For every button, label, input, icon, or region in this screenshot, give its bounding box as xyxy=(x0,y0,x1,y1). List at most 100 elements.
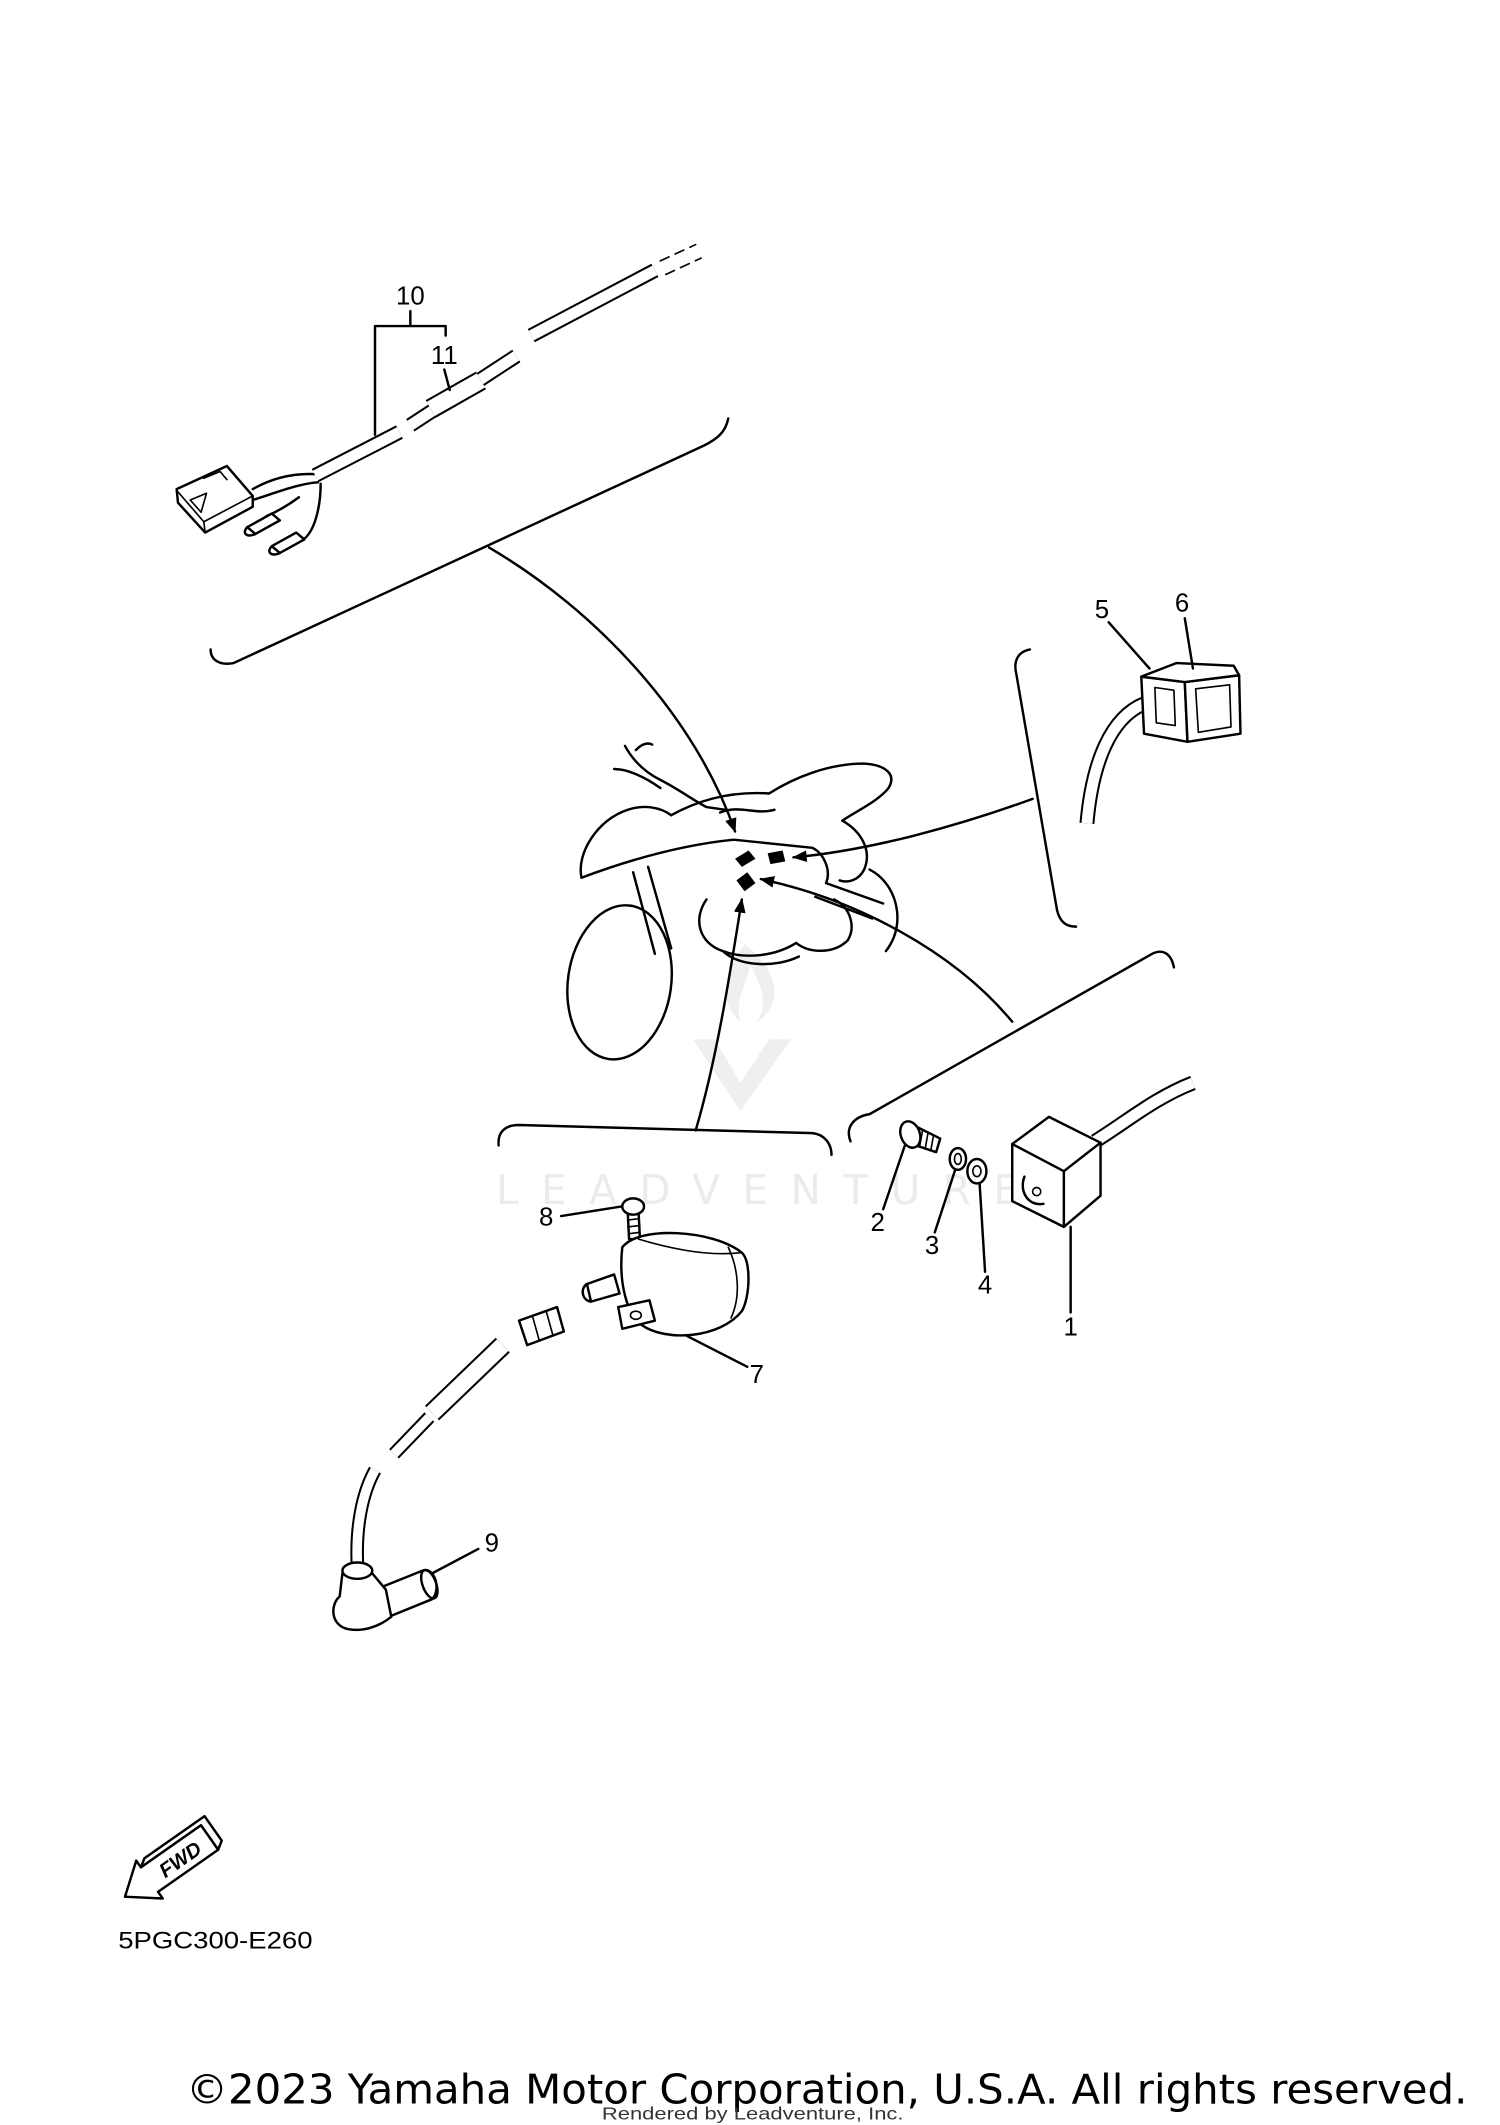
spark-plug-cap xyxy=(332,1561,439,1632)
callout-10: 10 xyxy=(396,282,425,310)
bullet-terminal-b-tip xyxy=(268,544,282,556)
callout-7: 7 xyxy=(750,1361,764,1389)
lead-tube-b-inner xyxy=(352,1467,380,1563)
motorcycle-outline xyxy=(566,742,899,1061)
coil-ht-tower-cap xyxy=(581,1282,593,1303)
harness-sleeve-11-inner xyxy=(426,373,486,417)
leader-8 xyxy=(559,1205,623,1218)
connector-location-c xyxy=(736,872,756,892)
handlebar xyxy=(612,742,727,812)
bracket-harness xyxy=(209,417,730,665)
bullet-terminal-a-tip xyxy=(243,525,257,537)
rear-fender xyxy=(838,819,869,883)
location-leaders xyxy=(487,546,1034,1132)
callout-2: 2 xyxy=(871,1209,885,1237)
coil-mount-tab xyxy=(616,1299,657,1331)
fwd-arrow-shape xyxy=(123,1824,220,1900)
bullet-terminal-a xyxy=(246,512,282,536)
connector-assembly xyxy=(1079,661,1242,825)
plain-washer xyxy=(966,1157,988,1185)
plug-cap-end xyxy=(419,1568,439,1600)
leader-cdi xyxy=(759,876,1014,1023)
lead-sleeve-inner xyxy=(426,1339,509,1419)
bracket-cdi xyxy=(847,950,1176,1143)
ignition-coil xyxy=(581,1231,750,1337)
leader-6 xyxy=(1183,616,1195,670)
leader-harness xyxy=(487,546,737,833)
cdi-box-edges xyxy=(1011,1141,1102,1229)
cdi-cable-inner xyxy=(1092,1077,1195,1146)
fwd-arrow-icon: FWD xyxy=(123,1814,223,1900)
screw-head xyxy=(899,1120,922,1149)
cdi-box xyxy=(1011,1115,1102,1229)
coil-bolt xyxy=(621,1197,646,1241)
leader-7 xyxy=(684,1334,749,1369)
cdi-unit-group xyxy=(899,1075,1196,1229)
callout-3: 3 xyxy=(925,1232,939,1260)
harness-tube-a-inner xyxy=(312,427,402,481)
cdi-mount-hole xyxy=(1031,1186,1042,1197)
leader-2 xyxy=(881,1144,907,1211)
leader-connector xyxy=(792,797,1034,863)
lock-washer-inner xyxy=(953,1152,963,1166)
lead-joint-detail xyxy=(531,1310,554,1342)
leader-11 xyxy=(443,368,451,392)
coil-mount-hole xyxy=(629,1310,643,1321)
harness-coupler xyxy=(175,464,254,534)
callout-4: 4 xyxy=(978,1271,992,1299)
swingarm xyxy=(813,868,899,953)
radiator-shroud xyxy=(580,838,830,885)
spark-plug-lead xyxy=(350,1305,566,1563)
harness-continuation xyxy=(659,243,702,276)
cdi-unit xyxy=(1011,1075,1196,1229)
callout-9: 9 xyxy=(485,1530,499,1558)
lock-washer xyxy=(948,1146,968,1172)
wire-harness xyxy=(175,243,702,556)
connector-body-5 xyxy=(1140,675,1189,744)
lead-tube-a-inner xyxy=(390,1413,433,1458)
front-wheel xyxy=(566,904,674,1061)
washer-inner xyxy=(972,1164,982,1178)
plug-cap-ring xyxy=(341,1561,374,1581)
connector-location-b xyxy=(767,850,786,865)
bullet-terminal-b xyxy=(270,531,306,555)
plug-cap-elbow xyxy=(332,1572,393,1632)
bracket-connector xyxy=(1014,648,1078,928)
front-fork xyxy=(631,865,673,956)
leader-ignition-coil xyxy=(694,898,746,1132)
callout-8: 8 xyxy=(539,1204,553,1232)
harness-wires xyxy=(251,472,322,542)
harness-coupler-detail xyxy=(177,470,254,534)
screw xyxy=(899,1120,942,1154)
cdi-mount-notch xyxy=(1021,1175,1045,1206)
callout-numbers: 10 11 5 6 2 3 4 1 8 7 9 xyxy=(396,282,1189,1557)
seat-side-panel xyxy=(767,762,893,822)
connector-detail xyxy=(1154,683,1232,734)
coil-body-edge xyxy=(637,1238,742,1319)
connector-housing-6 xyxy=(1183,674,1242,744)
connector-top xyxy=(1140,661,1241,684)
leader-10 xyxy=(373,309,447,437)
callout-6: 6 xyxy=(1175,589,1189,617)
coil-bolt-threads xyxy=(626,1217,641,1235)
fuel-tank xyxy=(669,791,776,817)
connector-cable-inner xyxy=(1081,698,1147,824)
washer-outer xyxy=(966,1157,988,1185)
harness-tube-c-inner xyxy=(528,265,658,341)
callout-1: 1 xyxy=(1063,1314,1077,1342)
detail-brackets xyxy=(209,417,1176,1157)
lock-washer-outer xyxy=(948,1146,968,1172)
engine xyxy=(698,898,853,966)
number-plate xyxy=(579,805,673,879)
rendered-by-credit: Rendered by Leadventure, Inc. xyxy=(602,2104,904,2124)
ignition-coil-group xyxy=(332,1197,750,1632)
leader-3 xyxy=(933,1168,957,1234)
copyright-notice: ©2023 Yamaha Motor Corporation, U.S.A. A… xyxy=(186,2065,1467,2113)
leader-9 xyxy=(430,1547,480,1575)
watermark-v-logo xyxy=(692,1039,791,1112)
diagram-code: 5PGC300-E260 xyxy=(118,1927,312,1954)
coil-bolt-head xyxy=(621,1197,646,1216)
connector-location-a xyxy=(735,850,756,867)
